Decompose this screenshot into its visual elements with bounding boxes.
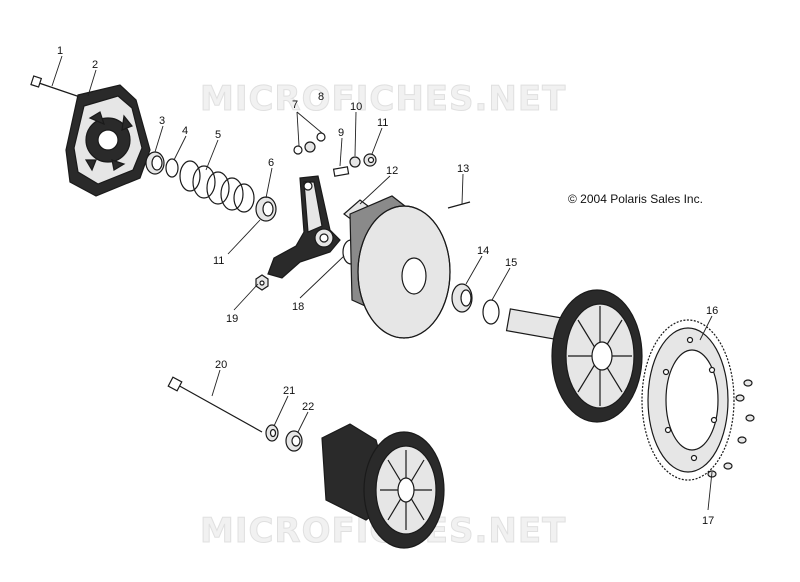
pin-washer-parts-7-8: [293, 132, 326, 155]
callout-9: 9: [338, 127, 344, 139]
cover-plate-part: [65, 84, 151, 197]
callout-10: 10: [350, 101, 362, 113]
callout-8: 8: [318, 91, 324, 103]
roller-part-11: [363, 153, 377, 167]
assembled-clutch-part: [321, 423, 445, 549]
spacer-part-22: [285, 430, 303, 452]
callout-13: 13: [457, 163, 469, 175]
callout-12: 12: [386, 165, 398, 177]
washer-part-10: [349, 156, 361, 168]
callout-19: 19: [226, 313, 238, 325]
callout-11-top: 11: [377, 117, 388, 129]
callout-11-left: 11: [213, 255, 224, 267]
callout-4: 4: [182, 125, 188, 137]
bolts-part-17: [707, 379, 755, 478]
callout-5: 5: [215, 129, 221, 141]
callout-7: 7: [292, 99, 298, 111]
callout-15: 15: [505, 257, 517, 269]
nut-part-19: [255, 274, 269, 291]
long-bolt-part-20: [167, 376, 263, 433]
bolt-part-1: [30, 75, 81, 98]
callout-3: 3: [159, 115, 165, 127]
callout-6: 6: [268, 157, 274, 169]
roller-pin-part-9: [332, 166, 350, 177]
fixed-sheave-part: [505, 289, 643, 423]
bushing-part-6: [255, 196, 277, 222]
ring-part-15: [482, 299, 500, 325]
spider-arm-part: [267, 175, 341, 279]
ring-gear-part-16: [641, 319, 735, 481]
lock-washer-part-21: [265, 424, 279, 442]
callout-22: 22: [302, 401, 314, 413]
callout-18: 18: [292, 301, 304, 313]
callout-14: 14: [477, 245, 489, 257]
callout-labels: 1 2 3 4 5 6 7 8 9 10 11 12 13 14 15 16 1…: [57, 45, 718, 527]
callout-20: 20: [215, 359, 227, 371]
watermark-top: MICROFICHES.NET: [200, 79, 566, 119]
bushing-part-14: [451, 283, 473, 313]
moveable-sheave-part: [349, 195, 451, 339]
snap-ring-part-4: [165, 158, 179, 178]
bushing-part-3: [145, 151, 165, 175]
callout-16: 16: [706, 305, 718, 317]
copyright-text: © 2004 Polaris Sales Inc.: [568, 192, 703, 206]
spring-part-5: [179, 160, 255, 213]
callout-17: 17: [702, 515, 714, 527]
leader-lines: [51, 55, 713, 511]
screw-part-13: [447, 201, 471, 209]
callout-2: 2: [92, 59, 98, 71]
callout-21: 21: [283, 385, 295, 397]
callout-1: 1: [57, 45, 63, 57]
